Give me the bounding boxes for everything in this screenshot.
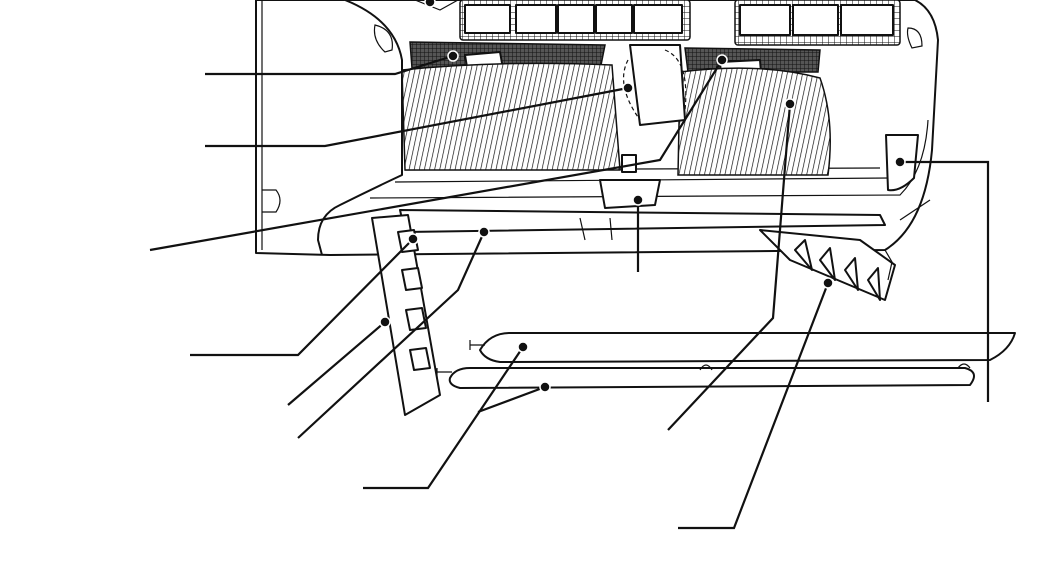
- callout-8-line: [297, 231, 486, 439]
- air-outlet: [329, 179, 886, 256]
- callout-11-dot: [784, 98, 796, 110]
- callout-3-line: [149, 59, 723, 252]
- callout-9-dot: [517, 341, 529, 353]
- top-air-filters: [414, 0, 901, 46]
- callout-10-dot: [539, 381, 551, 393]
- callout-7-line: [287, 321, 386, 406]
- callout-8-dot: [478, 226, 490, 238]
- horizontal-flaps: [436, 332, 1016, 389]
- callout-4-line: [900, 160, 990, 402]
- callout-4-dot: [894, 156, 906, 168]
- top-marker-dot: [424, 0, 436, 8]
- callout-6-line: [190, 238, 414, 357]
- callout-10-line: [477, 385, 546, 414]
- callout-7-dot: [379, 316, 391, 328]
- callout-1-dot: [447, 50, 459, 62]
- leader-lines: [149, 54, 990, 530]
- callout-5-dot: [632, 194, 644, 206]
- callout-11-line: [667, 103, 792, 431]
- callout-2-dot: [622, 82, 634, 94]
- callout-dots: [379, 0, 906, 393]
- right-swing-louvers: [759, 229, 896, 301]
- callout-3-dot: [716, 54, 728, 66]
- callout-9-line: [363, 346, 524, 490]
- callout-2-line: [205, 86, 629, 148]
- callout-1-line: [205, 54, 454, 76]
- callout-12-line: [678, 282, 830, 530]
- callout-6-dot: [407, 233, 419, 245]
- callout-12-dot: [822, 277, 834, 289]
